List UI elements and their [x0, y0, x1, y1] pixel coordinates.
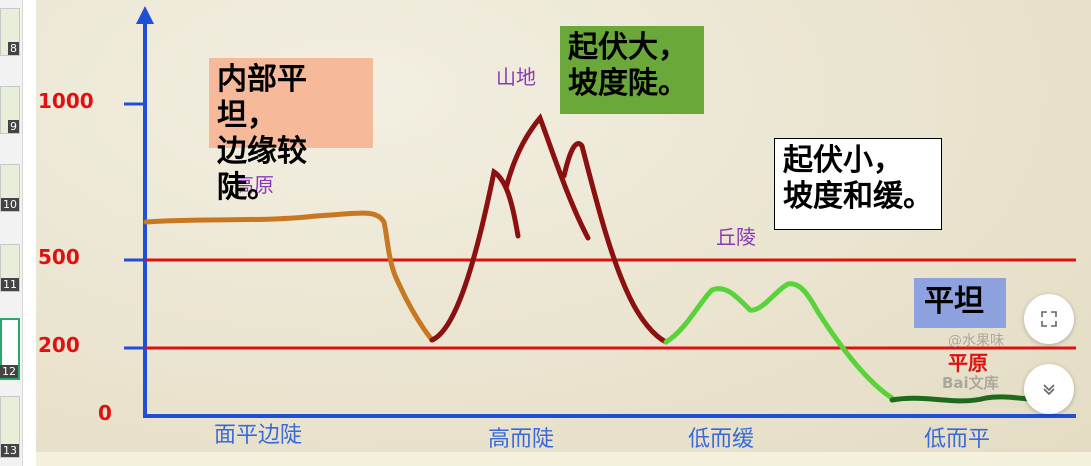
slide-thumbnail[interactable]: 13 [0, 396, 20, 458]
slide-thumbnail-strip: 8 9 10 11 12 13 [0, 0, 23, 466]
callout-plateau: 内部平坦， 边缘较陡。 [209, 58, 373, 205]
mountain-curve [429, 113, 669, 345]
slide-thumbnail[interactable]: 8 [0, 8, 20, 56]
callout-plateau-line2: 边缘较陡。 [217, 134, 307, 205]
label-mountain: 山地 [496, 65, 536, 89]
y-tick-label: 200 [38, 333, 80, 357]
slide-number: 10 [1, 198, 19, 211]
bottom-label-plain: 低而平 [924, 427, 990, 452]
chevron-down-icon [1043, 384, 1055, 396]
slide-number: 8 [8, 42, 19, 55]
bottom-label-mountain: 高而陡 [488, 427, 554, 452]
callout-hills: 起伏小， 坡度和缓。 [774, 138, 942, 230]
callout-mountain-line2: 坡度陡。 [568, 66, 688, 101]
y-tick-label: 0 [98, 401, 112, 425]
y-tick-label: 500 [38, 245, 80, 269]
expand-icon [1041, 311, 1057, 327]
callout-hills-line2: 坡度和缓。 [783, 179, 933, 214]
callout-mountain-line1: 起伏大， [568, 30, 688, 65]
callout-plain-text: 平坦 [924, 284, 984, 319]
slide-number: 12 [0, 365, 18, 378]
callout-mountain: 起伏大， 坡度陡。 [560, 26, 704, 114]
slide-number: 9 [8, 120, 19, 133]
y-tick-label: 1000 [38, 89, 94, 113]
slide-canvas: 1000 500 200 0 高原 山地 丘陵 平原 面平边陡 高而陡 低而缓 … [36, 0, 1091, 466]
slide-bottom-band [36, 452, 1091, 466]
bottom-label-hills: 低而缓 [688, 427, 754, 452]
watermark-author: @水果味 [948, 333, 1004, 349]
plateau-curve [143, 210, 435, 343]
watermark-brand: Bai文库 [942, 374, 999, 392]
slide-number: 11 [1, 278, 19, 291]
slide-thumbnail[interactable]: 11 [0, 244, 20, 292]
expand-button[interactable] [1024, 294, 1074, 344]
slide-number: 13 [1, 444, 19, 457]
hills-curve [663, 281, 895, 401]
y-axis-arrow [136, 6, 154, 24]
slide-thumbnail[interactable]: 10 [0, 164, 20, 212]
label-hills: 丘陵 [716, 225, 756, 249]
slide-thumbnail[interactable]: 9 [0, 86, 20, 134]
callout-hills-line1: 起伏小， [783, 143, 903, 178]
slide-thumbnail-active[interactable]: 12 [0, 318, 20, 380]
collapse-button[interactable] [1024, 364, 1074, 414]
label-plain: 平原 [948, 351, 988, 375]
label-plateau: 高原 [234, 173, 274, 197]
callout-plain: 平坦 [914, 278, 1006, 328]
callout-plateau-line1: 内部平坦， [217, 62, 307, 133]
bottom-label-plateau: 面平边陡 [214, 423, 302, 448]
